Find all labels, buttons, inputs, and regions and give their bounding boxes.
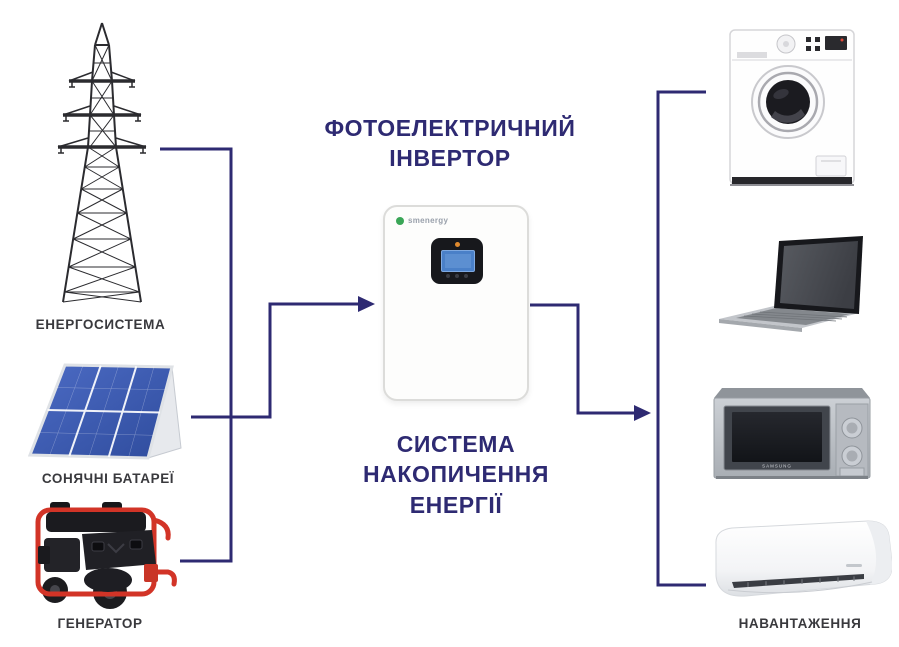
solar-panels-icon: [27, 360, 183, 465]
air-conditioner-icon: [698, 518, 893, 614]
lcd-screen: [441, 250, 475, 272]
storage-system-title: СИСТЕМА НАКОПИЧЕННЯ ЕНЕРГІЇ: [305, 429, 607, 520]
page-title: ФОТОЕЛЕКТРИЧНИЙ ІНВЕРТОР: [299, 113, 601, 174]
subtitle-line-1: СИСТЕМА: [396, 431, 516, 457]
subtitle-line-3: ЕНЕРГІЇ: [409, 491, 503, 518]
solar-panels-label: СОНЯЧНІ БАТАРЕЇ: [41, 471, 175, 486]
solar-to-inverter-line: [191, 302, 358, 419]
transmission-tower-icon: [55, 16, 150, 308]
inverter-device: smenergy: [383, 205, 529, 401]
generator-label: ГЕНЕРАТОР: [57, 616, 143, 631]
arrowhead-into-inverter: [358, 296, 375, 312]
microwave-icon: SAMSUNG: [712, 386, 872, 486]
generator-icon: [30, 500, 180, 610]
power-grid-label: ЕНЕРГОСИСТЕМА: [35, 317, 166, 332]
display-buttons: [431, 274, 483, 278]
loads-bus-line: [656, 90, 706, 587]
subtitle-line-2: НАКОПИЧЕННЯ: [362, 461, 550, 488]
brand-text: smenergy: [408, 216, 449, 225]
loads-label: НАВАНТАЖЕННЯ: [738, 616, 862, 631]
inverter-to-loads-line: [530, 303, 634, 415]
inverter-display-panel: [431, 238, 483, 284]
washing-machine-icon: [728, 28, 856, 192]
microwave-brand-text: SAMSUNG: [762, 464, 792, 469]
laptop-icon: [714, 232, 870, 332]
status-led: [455, 242, 460, 247]
arrowhead-into-loads: [634, 405, 651, 421]
title-line-2: ІНВЕРТОР: [389, 145, 511, 172]
inverter-brand: smenergy: [396, 216, 527, 225]
brand-logo-icon: [396, 216, 404, 225]
title-line-1: ФОТОЕЛЕКТРИЧНИЙ: [324, 115, 576, 141]
